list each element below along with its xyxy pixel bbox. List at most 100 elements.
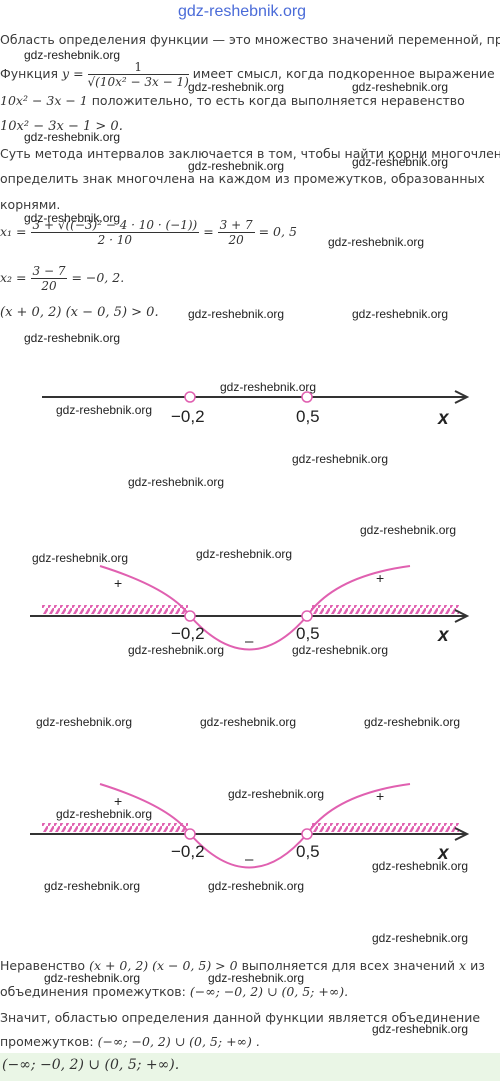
text-line-3-suffix: положительно, то есть когда выполняется … — [91, 93, 465, 108]
text-line-3: 10x² − 3x − 1 положительно, то есть когд… — [0, 93, 465, 108]
minus-sign: – — [245, 633, 254, 650]
axis-arrow — [454, 827, 470, 841]
root-point-left — [184, 610, 196, 622]
x2-label: x₂ = — [0, 270, 27, 285]
x2-numerator: 3 − 7 — [30, 264, 68, 279]
watermark: gdz-reshebnik.org — [188, 307, 285, 321]
watermark: gdz-reshebnik.org — [56, 807, 153, 821]
inequality-line: 10x² − 3x − 1 > 0. — [0, 119, 123, 134]
watermark: gdz-reshebnik.org — [352, 155, 449, 169]
watermark: gdz-reshebnik.org — [208, 971, 305, 985]
function-denominator: √(10x² − 3x − 1) — [87, 75, 189, 89]
left-root-label: −0,2 — [171, 624, 205, 643]
root-point-left — [184, 391, 196, 403]
axis-x-label: x — [437, 625, 450, 646]
watermark: gdz-reshebnik.org — [24, 211, 121, 225]
final-line-2-a: объединения промежутков: — [0, 984, 186, 999]
x2-result: = −0, 2. — [71, 270, 125, 285]
watermark: gdz-reshebnik.org — [56, 403, 153, 417]
watermark: gdz-reshebnik.org — [364, 715, 461, 729]
watermark: gdz-reshebnik.org — [292, 643, 389, 657]
root-point-right — [301, 391, 313, 403]
function-fraction: 1 √(10x² − 3x − 1) — [87, 60, 189, 89]
axis-x-label: x — [437, 408, 450, 429]
watermark: gdz-reshebnik.org — [24, 331, 121, 345]
watermark: gdz-reshebnik.org — [208, 879, 305, 893]
watermark: gdz-reshebnik.org — [292, 452, 389, 466]
text-line-2: Функция y = 1 √(10x² − 3x − 1) имеет смы… — [0, 60, 495, 89]
root-x2: x₂ = 3 − 7 20 = −0, 2. — [0, 264, 124, 293]
hatch-right — [311, 823, 459, 832]
x1-result: = 0, 5 — [258, 224, 297, 239]
watermark: gdz-reshebnik.org — [360, 523, 457, 537]
x1-fraction-2: 3 + 7 20 — [217, 218, 255, 247]
minus-sign: – — [245, 851, 254, 868]
y-equals: y = — [62, 66, 84, 81]
watermark: gdz-reshebnik.org — [372, 931, 469, 945]
function-numerator: 1 — [87, 60, 189, 75]
hatch-right — [311, 605, 459, 614]
watermark: gdz-reshebnik.org — [372, 859, 469, 873]
watermark: gdz-reshebnik.org — [228, 787, 325, 801]
watermark: gdz-reshebnik.org — [372, 1022, 469, 1036]
watermark: gdz-reshebnik.org — [188, 159, 285, 173]
watermark: gdz-reshebnik.org — [220, 380, 317, 394]
text-line-2-prefix: Функция — [0, 66, 59, 81]
root-point-right — [301, 828, 313, 840]
text-line-2-suffix: имеет смысл, когда подкоренное выражение — [192, 66, 495, 81]
watermark: gdz-reshebnik.org — [24, 130, 121, 144]
final-product: (x + 0, 2) (x − 0, 5) > 0 — [89, 958, 238, 973]
number-line-signs-2: + + – −0,2 0,5 x — [30, 783, 470, 869]
final-line-3: Значит, областью определения данной функ… — [0, 1010, 481, 1025]
watermark: gdz-reshebnik.org — [24, 48, 121, 62]
text-line-5: Суть метода интервалов заключается в том… — [0, 146, 500, 161]
x1-numerator: 3 + √((−3)² − 4 · 10 · (−1)) — [30, 218, 200, 233]
text-line-7: корнями. — [0, 197, 61, 212]
watermark: gdz-reshebnik.org — [128, 475, 225, 489]
answer-box: (−∞; −0, 2) ∪ (0, 5; +∞). — [0, 1053, 500, 1081]
hatch-left — [42, 605, 188, 614]
final-line-2: объединения промежутков: (−∞; −0, 2) ∪ (… — [0, 984, 348, 999]
watermark: gdz-reshebnik.org — [200, 715, 297, 729]
axis-arrow — [454, 609, 470, 623]
final-line-4-a: промежутков: — [0, 1034, 94, 1049]
x1-numerator-2: 3 + 7 — [217, 218, 255, 233]
left-root-label: −0,2 — [171, 407, 205, 426]
watermark: gdz-reshebnik.org — [328, 235, 425, 249]
polynomial: 10x² − 3x − 1 — [0, 93, 88, 108]
product-inequality: (x + 0, 2) (x − 0, 5) > 0. — [0, 305, 159, 320]
watermark: gdz-reshebnik.org — [36, 715, 133, 729]
right-root-label: 0,5 — [296, 624, 320, 643]
final-line-1-b: выполняется для всех значений — [241, 958, 456, 973]
root-x1: x₁ = 3 + √((−3)² − 4 · 10 · (−1)) 2 · 10… — [0, 218, 297, 247]
x1-equals: = — [203, 224, 214, 239]
answer-text: (−∞; −0, 2) ∪ (0, 5; +∞). — [2, 1057, 180, 1073]
watermark: gdz-reshebnik.org — [352, 80, 449, 94]
left-root-label: −0,2 — [171, 842, 205, 861]
x1-denominator: 2 · 10 — [97, 233, 133, 247]
final-line-1: Неравенство (x + 0, 2) (x − 0, 5) > 0 вы… — [0, 958, 485, 973]
final-line-4: промежутков: (−∞; −0, 2) ∪ (0, 5; +∞) . — [0, 1034, 260, 1049]
site-title[interactable]: gdz-reshebnik.org — [178, 3, 307, 20]
plus-sign-right: + — [376, 570, 384, 586]
x2-denominator: 20 — [41, 279, 57, 293]
hatch-left — [42, 823, 188, 832]
sign-curve — [99, 783, 411, 869]
x1-denominator-2: 20 — [228, 233, 244, 247]
sign-curve — [99, 565, 411, 651]
watermark: gdz-reshebnik.org — [44, 879, 141, 893]
final-line-1-a: Неравенство — [0, 958, 86, 973]
axis-arrow — [454, 390, 470, 404]
watermark: gdz-reshebnik.org — [32, 551, 129, 565]
right-root-label: 0,5 — [296, 842, 320, 861]
right-root-label: 0,5 — [296, 407, 320, 426]
watermark: gdz-reshebnik.org — [196, 547, 293, 561]
plus-sign-left: + — [114, 575, 122, 591]
watermark: gdz-reshebnik.org — [128, 643, 225, 657]
text-line-1: Область определения функции — это множес… — [0, 32, 500, 47]
final-line-1-c: из — [470, 958, 485, 973]
x1-label: x₁ = — [0, 224, 27, 239]
number-line-roots: −0,2 0,5 x — [42, 390, 470, 429]
plus-sign-right: + — [376, 788, 384, 804]
final-var: x — [459, 958, 467, 973]
